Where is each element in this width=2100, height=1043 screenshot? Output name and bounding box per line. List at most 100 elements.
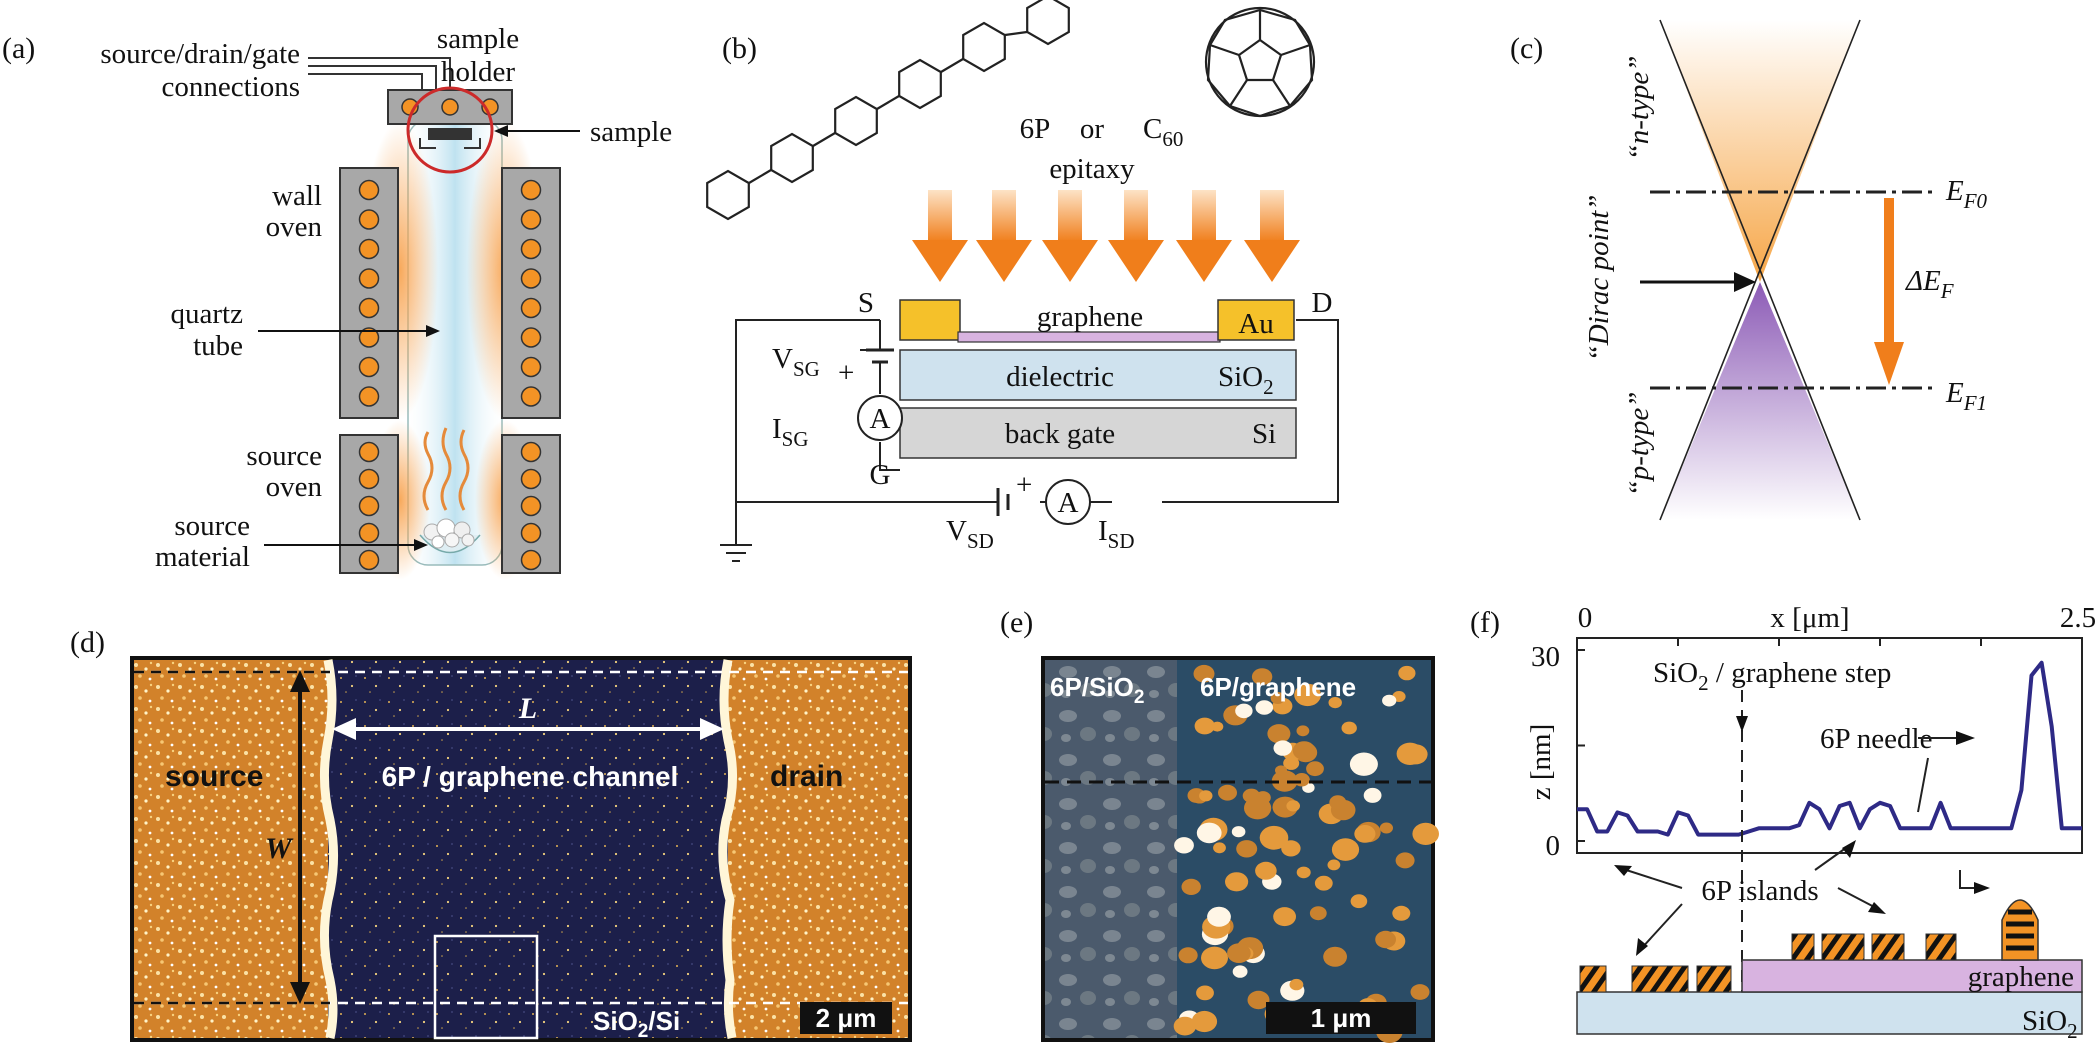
afm-island xyxy=(1247,990,1270,1010)
sio2-schematic xyxy=(1576,991,2083,1035)
afm-island xyxy=(1410,984,1430,1000)
afm-island xyxy=(1349,752,1378,776)
back-gate-layer xyxy=(899,407,1297,459)
deposition-arrow-head xyxy=(1176,240,1232,282)
heater-coil xyxy=(520,468,542,490)
afm-island xyxy=(1213,842,1226,854)
heater-coil xyxy=(520,209,542,230)
afm-island xyxy=(1231,826,1246,838)
dirac-cone-lines xyxy=(1659,19,1861,521)
heater-coil xyxy=(358,179,380,201)
needle-schematic xyxy=(2001,899,2039,961)
afm-island xyxy=(1255,861,1277,880)
heater-coil xyxy=(358,356,380,378)
heater-coil xyxy=(358,522,380,544)
islands-pointer-head-3 xyxy=(1868,902,1886,914)
wall-oven-label-1: wall xyxy=(272,180,322,212)
afm-island xyxy=(1294,683,1321,707)
afm-island xyxy=(1273,740,1293,756)
island-graphene-3 xyxy=(1871,933,1905,961)
afm-island xyxy=(1392,905,1411,921)
f-ybottom-label: 0 xyxy=(1546,830,1561,862)
deposition-arrow-shaft xyxy=(1058,190,1082,242)
isd-ammeter xyxy=(1045,479,1091,525)
afm-island xyxy=(1201,946,1228,970)
f-yaxis-label: z [nm] xyxy=(1525,724,1557,801)
island-sio2-3 xyxy=(1696,965,1732,993)
heater-coil xyxy=(520,297,542,319)
heater-coil xyxy=(358,209,380,230)
source-material-label-1: source xyxy=(174,510,250,542)
dirac-point-label: “Dirac point” xyxy=(1583,195,1615,362)
panel-e-letter: (e) xyxy=(1000,606,1033,639)
afm-island xyxy=(1286,800,1300,812)
panel-a: (a) source/drain/gate connections sample… xyxy=(2,23,672,580)
afm-island xyxy=(1292,741,1316,760)
holder-label-2: holder xyxy=(441,56,515,88)
vapor-1 xyxy=(422,431,434,511)
connections-label-2: connections xyxy=(161,71,300,103)
heater-coil xyxy=(358,441,380,463)
island-graphene-2 xyxy=(1821,933,1865,961)
phenyl-ring xyxy=(706,169,750,221)
delta-ef-label: ΔEF xyxy=(1905,265,1954,303)
panel-f: (f) 0 x [μm] 2.5 30 0 z [nm] SiO2 / grap… xyxy=(1470,602,2096,1043)
wall-oven-heaters xyxy=(358,179,542,407)
ring-bond xyxy=(748,169,772,184)
graphene-schematic-label: graphene xyxy=(1968,961,2074,993)
afm-island xyxy=(1267,724,1291,744)
panel-b-letter: (b) xyxy=(722,32,757,65)
sample-highlight-circle xyxy=(406,86,494,174)
ring-bond xyxy=(940,58,964,73)
deposition-arrows xyxy=(912,190,1300,282)
afm-island xyxy=(1328,697,1342,709)
heater-coil xyxy=(520,268,542,289)
islands-pointer-head-1 xyxy=(1614,865,1632,876)
afm-island xyxy=(1251,668,1273,686)
connections-label-1: source/drain/gate xyxy=(100,38,300,70)
afm-island xyxy=(1395,852,1415,869)
islands-pointer-head-2 xyxy=(1636,938,1648,956)
back-gate-label: back gate xyxy=(1005,418,1115,450)
afm-island xyxy=(1403,744,1428,765)
p-type-label: “p-type” xyxy=(1623,392,1655,497)
island-graphene-1 xyxy=(1791,933,1815,961)
afm-island xyxy=(1350,894,1368,909)
quartz-label-1: quartz xyxy=(171,298,244,330)
heater-coil xyxy=(358,297,380,319)
afm-island xyxy=(1236,840,1258,858)
heater-coil xyxy=(358,495,380,517)
vapor-3 xyxy=(458,429,470,511)
afm-island xyxy=(1191,1010,1218,1033)
drain-electrode-image xyxy=(728,660,908,1038)
afm-island xyxy=(1178,947,1198,964)
afm-island xyxy=(1398,665,1416,681)
afm-island xyxy=(1193,664,1215,683)
afm-island xyxy=(1331,838,1360,861)
wall-oven-label-2: oven xyxy=(266,211,323,243)
ring-bond xyxy=(876,95,900,110)
e-right-label: 6P/graphene xyxy=(1200,672,1356,702)
needle-schematic-pointer-head xyxy=(1974,882,1990,894)
step-arrow-head xyxy=(1736,716,1748,732)
afm-island xyxy=(1283,756,1300,770)
sexiphenyl-molecule xyxy=(706,0,1070,221)
ground-symbol xyxy=(720,544,752,562)
source-oven-heaters xyxy=(358,441,542,571)
w-arrow-bottom xyxy=(290,982,310,1004)
afm-island xyxy=(1244,796,1272,820)
heater-coil xyxy=(358,549,380,571)
scalebar-e-label: 1 μm xyxy=(1311,1003,1372,1033)
quartz-label-2: tube xyxy=(193,330,243,362)
needle-stripes xyxy=(2006,909,2034,951)
afm-island xyxy=(1196,985,1214,1001)
source-oven-label-2: oven xyxy=(266,471,323,503)
l-arrow-right xyxy=(700,718,724,740)
ring-bond xyxy=(1004,30,1028,37)
isd-ammeter-label: A xyxy=(1058,487,1079,519)
panel-c-letter: (c) xyxy=(1510,32,1543,65)
upper-cone-fill xyxy=(1660,20,1860,282)
afm-island xyxy=(1227,943,1251,963)
heater-coil xyxy=(520,386,542,407)
d-label: D xyxy=(1312,287,1333,319)
